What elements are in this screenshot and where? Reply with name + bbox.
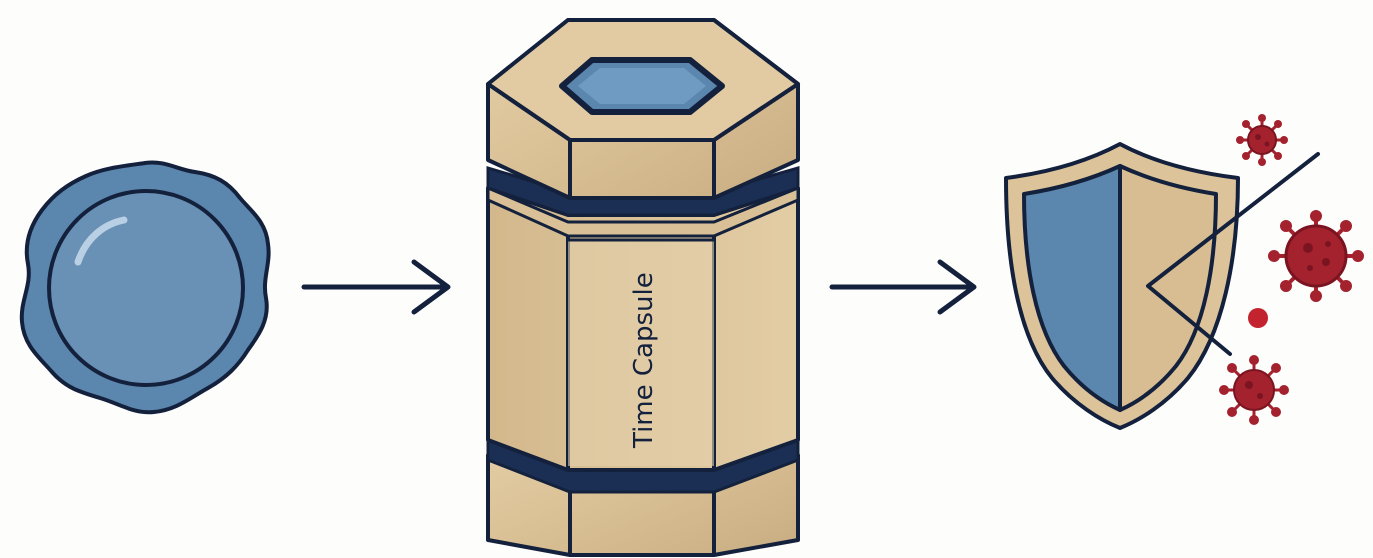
capsule-lid: [488, 20, 798, 198]
virus-particle: [1248, 308, 1268, 328]
shield-left-half: [1024, 166, 1120, 410]
arrow-right-icon: [304, 262, 448, 312]
cell-icon: [22, 162, 269, 412]
cell-body: [49, 191, 243, 385]
virus-icon: [1268, 210, 1364, 302]
arrow-right-icon: [832, 262, 974, 312]
shield-right-half: [1120, 166, 1216, 410]
virus-icon: [1236, 114, 1288, 166]
time-capsule-icon: Time Capsule: [488, 20, 798, 555]
virus-icon: [1219, 355, 1289, 425]
capsule-label: Time Capsule: [629, 272, 659, 449]
